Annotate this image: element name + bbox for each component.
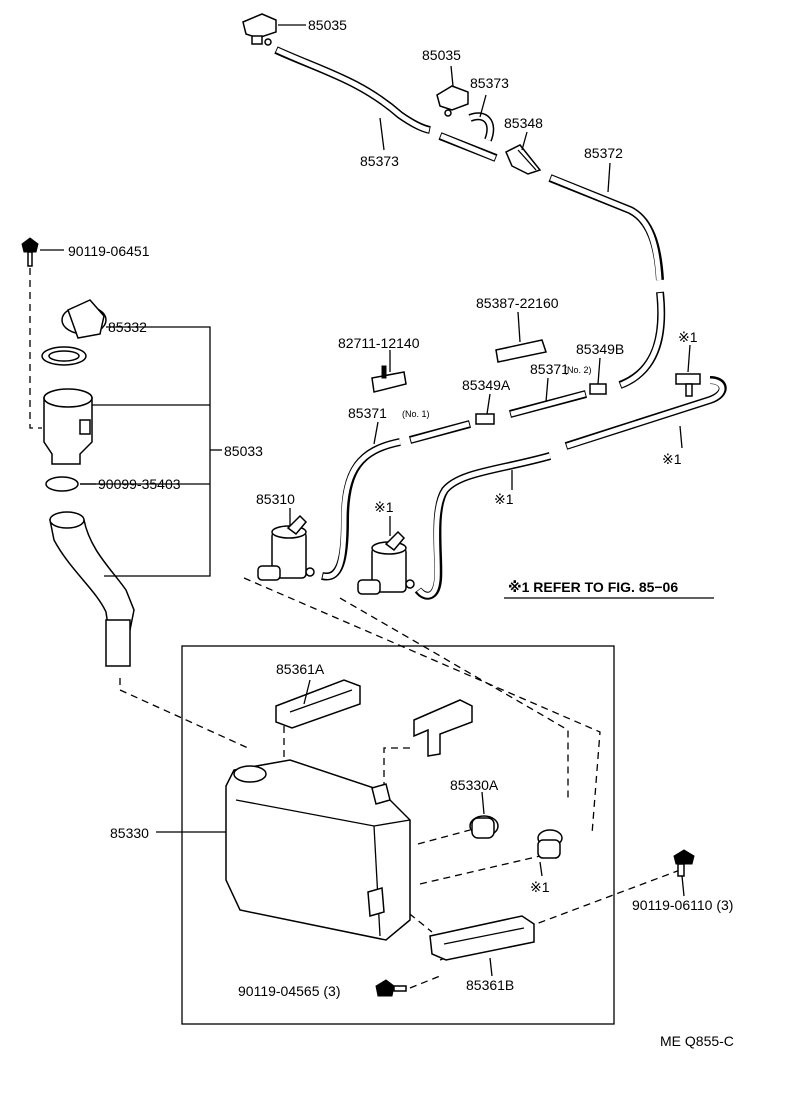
label-85371-no2: 85371 xyxy=(530,361,569,377)
washer-hose-ref-right xyxy=(414,376,727,600)
bracket-upper-right xyxy=(413,699,473,757)
washer-nozzle-85035-left xyxy=(242,13,277,46)
inlet-pipe xyxy=(49,511,135,667)
washer-tank-85330 xyxy=(225,759,411,941)
label-85373-right: 85373 xyxy=(470,75,509,91)
label-ref1-pump: ※1 xyxy=(374,499,394,515)
washer-hose-short-center xyxy=(438,132,498,162)
label-85387-22160: 85387-22160 xyxy=(476,295,559,311)
grommet-85330a xyxy=(469,815,499,839)
hose-clip-85387-22160 xyxy=(495,339,547,363)
label-85371-no1: 85371 xyxy=(348,405,387,421)
label-85332: 85332 xyxy=(108,319,147,335)
washer-pump-85310 xyxy=(257,514,315,581)
label-85373-left: 85373 xyxy=(360,153,399,169)
label-85330: 85330 xyxy=(110,825,149,841)
clip-90119-06451 xyxy=(21,237,39,267)
label-85361b: 85361B xyxy=(466,977,514,993)
bolt-90119-06110 xyxy=(673,849,695,877)
label-85349a: 85349A xyxy=(462,377,511,393)
label-85035-right: 85035 xyxy=(422,47,461,63)
label-85310: 85310 xyxy=(256,491,295,507)
bolt-90119-04565 xyxy=(375,979,407,997)
label-90099-35403: 90099-35403 xyxy=(98,476,181,492)
refer-note: ※1 REFER TO FIG. 85−06 xyxy=(508,579,678,595)
label-85349b: 85349B xyxy=(576,341,624,357)
label-90119-06110: 90119-06110 (3) xyxy=(632,897,733,913)
washer-hose-85372 xyxy=(548,174,664,281)
washer-hose-85373-left xyxy=(274,46,431,134)
drawing-code: ME Q855-C xyxy=(660,1033,734,1049)
bracket-85361b xyxy=(429,915,535,961)
joint-ref-top-right xyxy=(675,373,701,397)
washer-hose-85372-lower xyxy=(618,291,666,389)
label-ref1-top-right: ※1 xyxy=(678,329,698,345)
label-85033: 85033 xyxy=(224,443,263,459)
label-ref1-grommet: ※1 xyxy=(530,879,550,895)
label-85372: 85372 xyxy=(584,145,623,161)
label-85348: 85348 xyxy=(504,115,543,131)
joint-85349b xyxy=(589,383,607,395)
label-85035-left: 85035 xyxy=(308,17,347,33)
bracket-85361a xyxy=(275,679,361,729)
joint-85349a xyxy=(475,413,495,425)
inlet-cap-85332 xyxy=(41,299,107,366)
inlet-neck-85033 xyxy=(43,388,93,465)
washer-hose-85371-no2 xyxy=(508,390,588,418)
tank-assembly-box xyxy=(181,645,615,1025)
label-no2-suffix: (No. 2) xyxy=(564,365,592,375)
grommet-ref xyxy=(537,829,563,859)
washer-nozzle-85035-right xyxy=(436,85,469,117)
label-85330a: 85330A xyxy=(450,777,499,793)
washer-hose-85371-no1 xyxy=(321,420,472,581)
label-85361a: 85361A xyxy=(276,661,325,677)
label-90119-04565: 90119-04565 (3) xyxy=(238,983,340,999)
clamp-90099-35403 xyxy=(45,476,79,492)
washer-hose-85373-right xyxy=(468,112,495,142)
label-ref1-right: ※1 xyxy=(662,451,682,467)
label-no1-suffix: (No. 1) xyxy=(402,409,430,419)
label-82711-12140: 82711-12140 xyxy=(338,335,420,351)
label-ref1-hose: ※1 xyxy=(494,491,514,507)
hose-joint-85348 xyxy=(505,144,542,175)
label-90119-06451: 90119-06451 xyxy=(68,243,150,259)
hose-clip-82711-12140 xyxy=(371,365,407,393)
washer-pump-ref xyxy=(357,530,415,595)
